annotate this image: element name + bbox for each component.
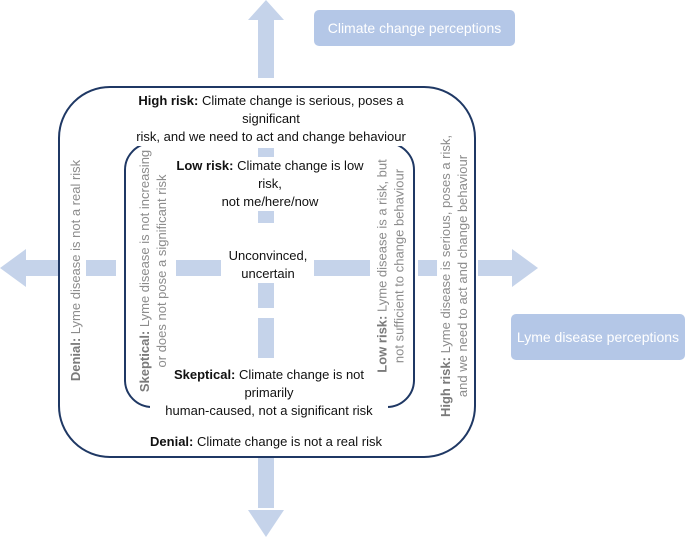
center-unconvinced-label: Unconvinced, uncertain (222, 247, 314, 283)
v-dash-3 (258, 280, 274, 308)
climate-denial-label: Denial: Climate change is not a real ris… (138, 433, 394, 451)
lyme-high-risk-label: High risk: Lyme disease is serious, pose… (437, 134, 471, 418)
arrow-up-shaft (258, 20, 274, 78)
arrow-right-head (512, 249, 538, 287)
h-dash-3 (312, 260, 370, 276)
h-dash-1 (86, 260, 116, 276)
lyme-perceptions-tag: Lyme disease perceptions (511, 314, 685, 360)
climate-high-risk-label: High risk: Climate change is serious, po… (112, 92, 430, 146)
h-dash-2 (176, 260, 221, 276)
v-dash-4 (258, 318, 274, 358)
climate-low-risk-label: Low risk: Climate change is low risk, no… (170, 157, 370, 211)
lyme-skeptical-label: Skeptical: Lyme disease is not increasin… (136, 149, 170, 393)
arrow-left-head (0, 249, 26, 287)
lyme-perceptions-label: Lyme disease perceptions (516, 329, 680, 345)
arrow-left-shaft (26, 260, 60, 276)
climate-skeptical-label: Skeptical: Climate change is not primari… (150, 366, 388, 420)
arrow-up-head (248, 0, 284, 20)
outer-high-risk-box (58, 86, 476, 458)
lyme-denial-label: Denial: Lyme disease is not a real risk (67, 159, 85, 381)
lyme-low-risk-label: Low risk: Lyme disease is a risk, but no… (374, 159, 409, 373)
climate-perceptions-tag: Climate change perceptions (314, 10, 515, 46)
arrow-down-shaft (258, 458, 274, 508)
arrow-right-shaft (478, 260, 514, 276)
arrow-down-head (248, 510, 284, 537)
climate-perceptions-label: Climate change perceptions (327, 20, 502, 36)
